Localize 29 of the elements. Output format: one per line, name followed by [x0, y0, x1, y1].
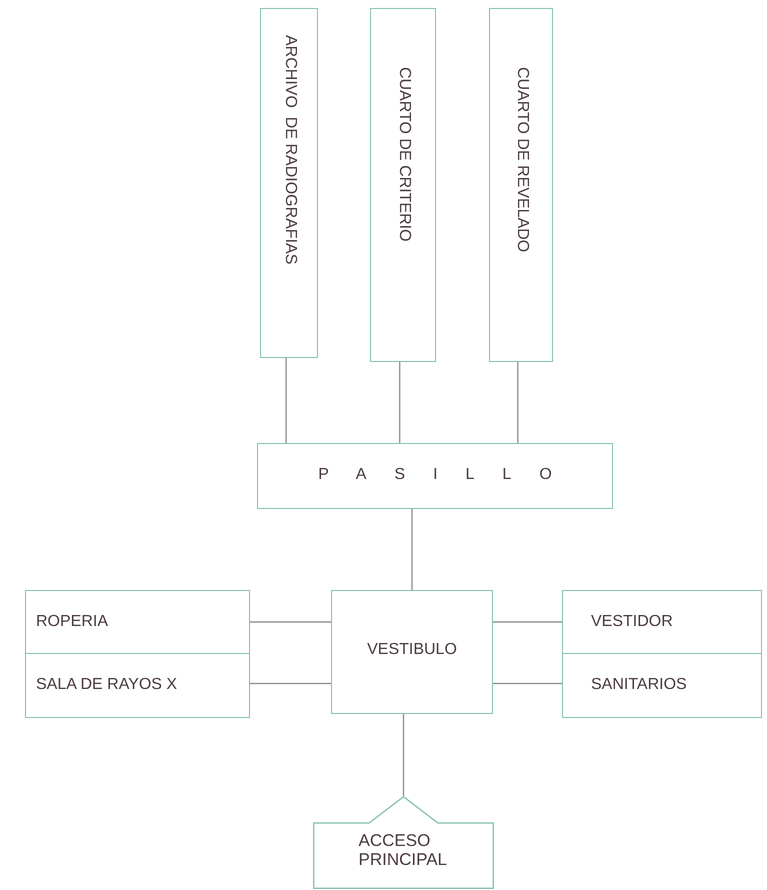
room-label: ACCESO PRINCIPAL	[358, 832, 448, 870]
room-label: ARCHIVO DE RADIOGRAFIAS	[281, 35, 299, 264]
connector-line	[402, 714, 404, 796]
room-label: PASILLO	[318, 466, 580, 484]
room-box	[257, 443, 613, 509]
connector-line	[493, 682, 562, 684]
room-label: CUARTO DE CRITERIO	[395, 67, 413, 242]
connector-line	[411, 509, 413, 590]
room-label: ROPERIA	[36, 613, 108, 631]
connector-line	[399, 362, 400, 443]
vertical-room-box	[260, 8, 318, 358]
room-label: SALA DE RAYOS X	[36, 676, 178, 694]
room-label: VESTIBULO	[367, 641, 457, 659]
connector-line	[493, 621, 562, 623]
room-box	[562, 653, 762, 718]
connector-line	[250, 621, 331, 623]
pentagon-box	[313, 796, 494, 889]
room-box	[25, 653, 250, 718]
room-label: VESTIDOR	[591, 613, 673, 631]
connector-line	[286, 358, 287, 443]
connector-line	[250, 682, 331, 684]
room-box	[562, 590, 762, 654]
connector-line	[517, 362, 518, 443]
vertical-room-box	[489, 8, 553, 362]
vertical-room-box	[370, 8, 436, 362]
room-label: SANITARIOS	[591, 676, 687, 694]
room-label: CUARTO DE REVELADO	[513, 67, 531, 252]
room-box	[331, 590, 493, 714]
room-box	[25, 590, 250, 654]
